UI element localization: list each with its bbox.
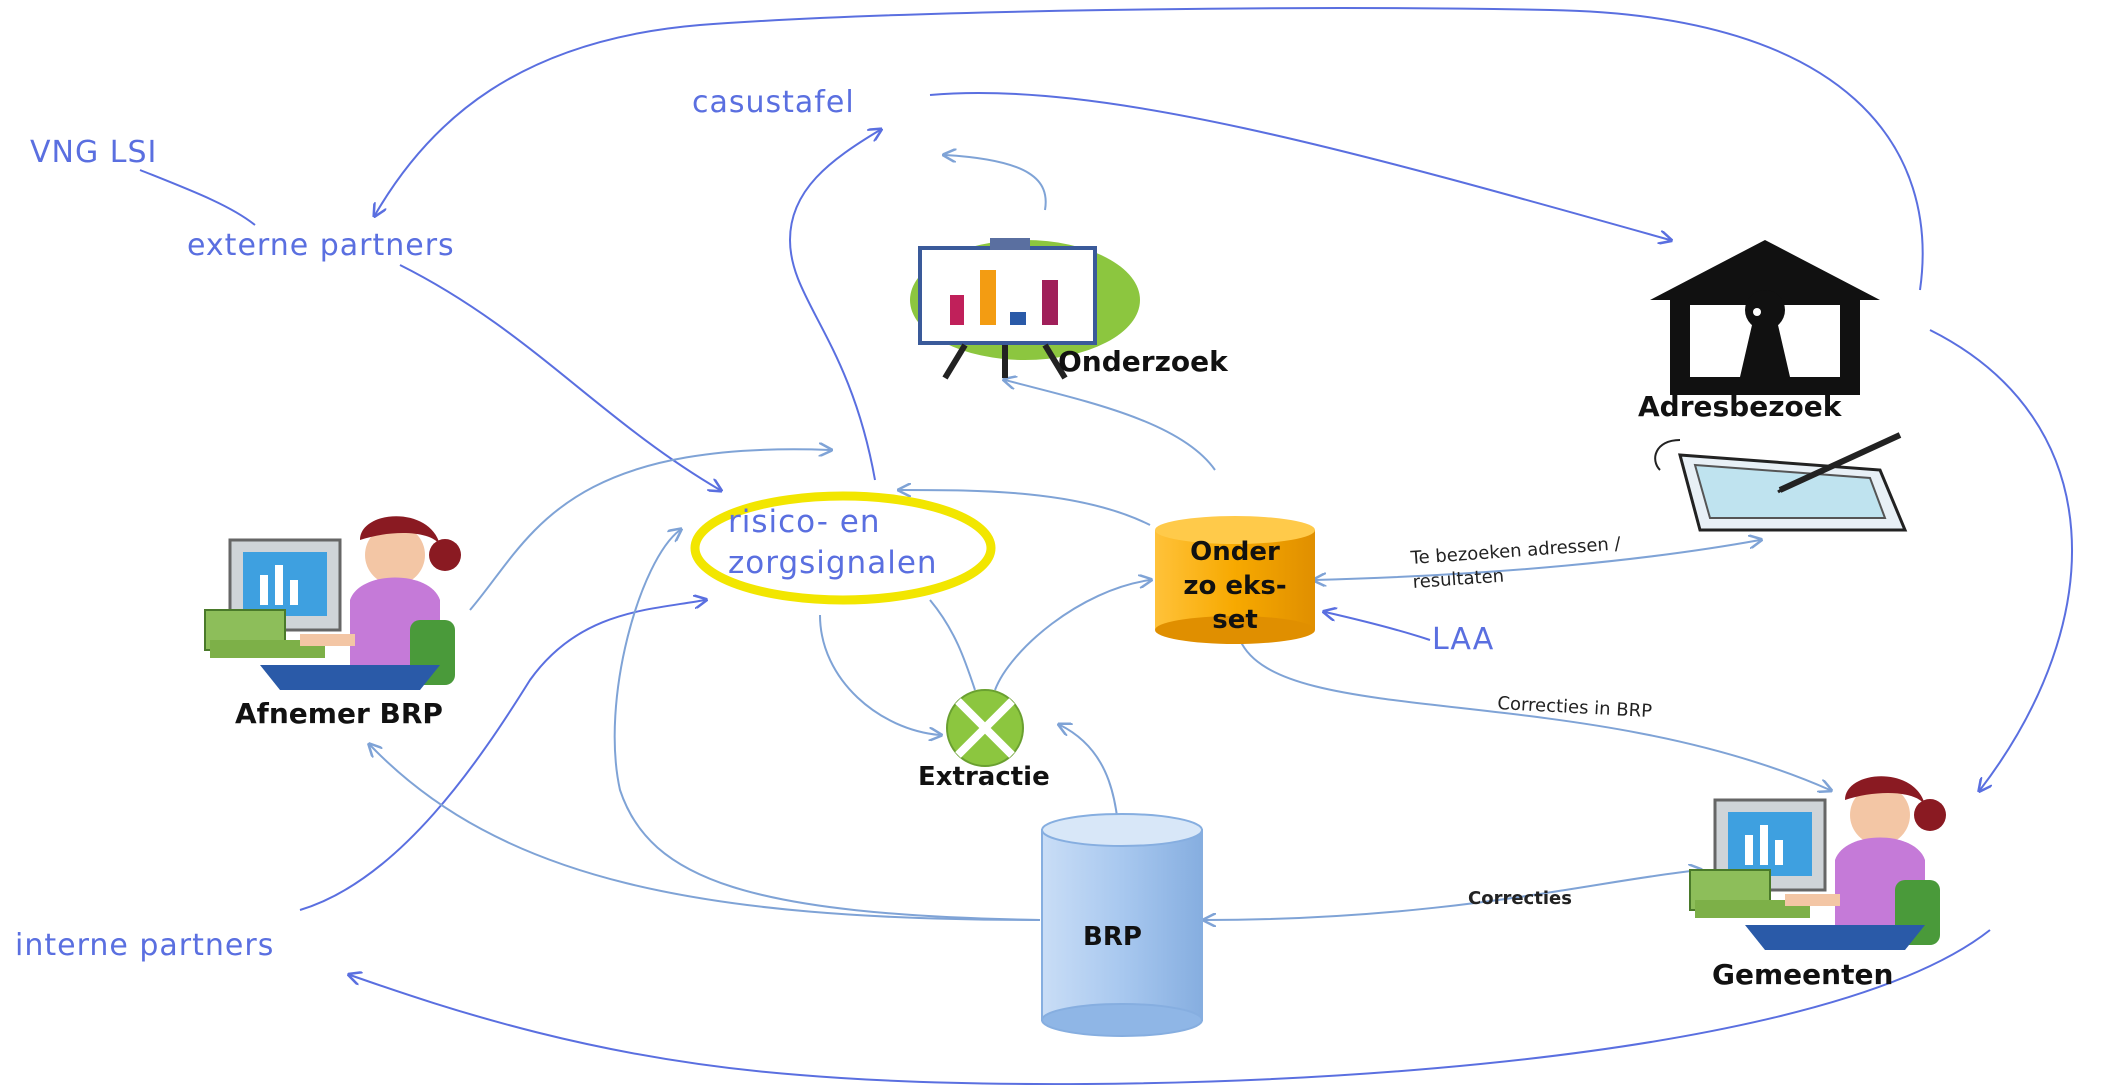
label-extractie: Extractie: [918, 762, 1050, 792]
onderzoeksset-line1: Onder: [1190, 537, 1280, 567]
label-vng-lsi: VNG LSI: [30, 135, 158, 170]
brp-cylinder: [1041, 813, 1203, 1037]
bottom-loop-to-interne: [350, 929, 1991, 1085]
label-onderzoek: Onderzoek: [1058, 345, 1228, 378]
risico-to-extractie: [819, 614, 940, 735]
afnemer-person-computer-icon: [204, 516, 461, 690]
onderzoeksset-label: Onder zo eks- set: [1155, 535, 1315, 637]
right-loop-to-gemeenten: [1929, 329, 2073, 790]
risico-highlight-ellipse: [690, 491, 996, 605]
set-adresbezoek-line: [1315, 540, 1760, 580]
label-risico-line2: zorgsignalen: [728, 545, 938, 581]
afnemer-to-risico: [469, 449, 830, 611]
interne-to-risico: [299, 600, 705, 911]
loop-top-line: [375, 7, 1924, 291]
extractie-to-risico: [929, 599, 976, 691]
onderzoeksset-line3: set: [1212, 605, 1258, 635]
casustafel-to-adresbezoek: [929, 92, 1670, 240]
adresbezoek-house-icon: [1650, 240, 1880, 395]
onderzoeksset-line2: zo eks-: [1183, 571, 1287, 601]
brp-to-risico: [613, 530, 1041, 921]
risico-to-casustafel: [788, 130, 880, 481]
label-brp: BRP: [1083, 922, 1142, 952]
label-gemeenten: Gemeenten: [1712, 958, 1894, 991]
label-externe-partners: externe partners: [187, 228, 455, 263]
gemeenten-person-computer-icon: [1689, 776, 1946, 950]
label-laa: LAA: [1432, 622, 1495, 657]
externe-to-risico: [399, 264, 720, 490]
vng-to-externe: [139, 169, 256, 226]
laa-to-set: [1325, 612, 1431, 641]
extractie-icon: [946, 689, 1024, 767]
label-adresbezoek: Adresbezoek: [1638, 390, 1842, 423]
set-to-gemeenten: [1239, 639, 1830, 790]
set-to-risico: [900, 490, 1151, 526]
label-risico-line1: risico- en: [728, 504, 881, 540]
label-afnemer-brp: Afnemer BRP: [235, 697, 443, 730]
brp-to-afnemer: [370, 745, 1041, 921]
set-to-onderzoek: [1005, 380, 1216, 471]
label-casustafel: casustafel: [692, 85, 855, 120]
onderzoek-chart-icon: [910, 238, 1140, 380]
onderzoek-to-casustafel: [945, 155, 1047, 211]
tablet-pen-icon: [1654, 432, 1908, 532]
extractie-to-set: [994, 580, 1150, 691]
label-interne-partners: interne partners: [15, 928, 275, 963]
brp-gemeenten-line: [1205, 870, 1700, 920]
label-correcties: Correcties: [1468, 888, 1572, 909]
onderzoeksset-cylinder: [1155, 516, 1315, 644]
